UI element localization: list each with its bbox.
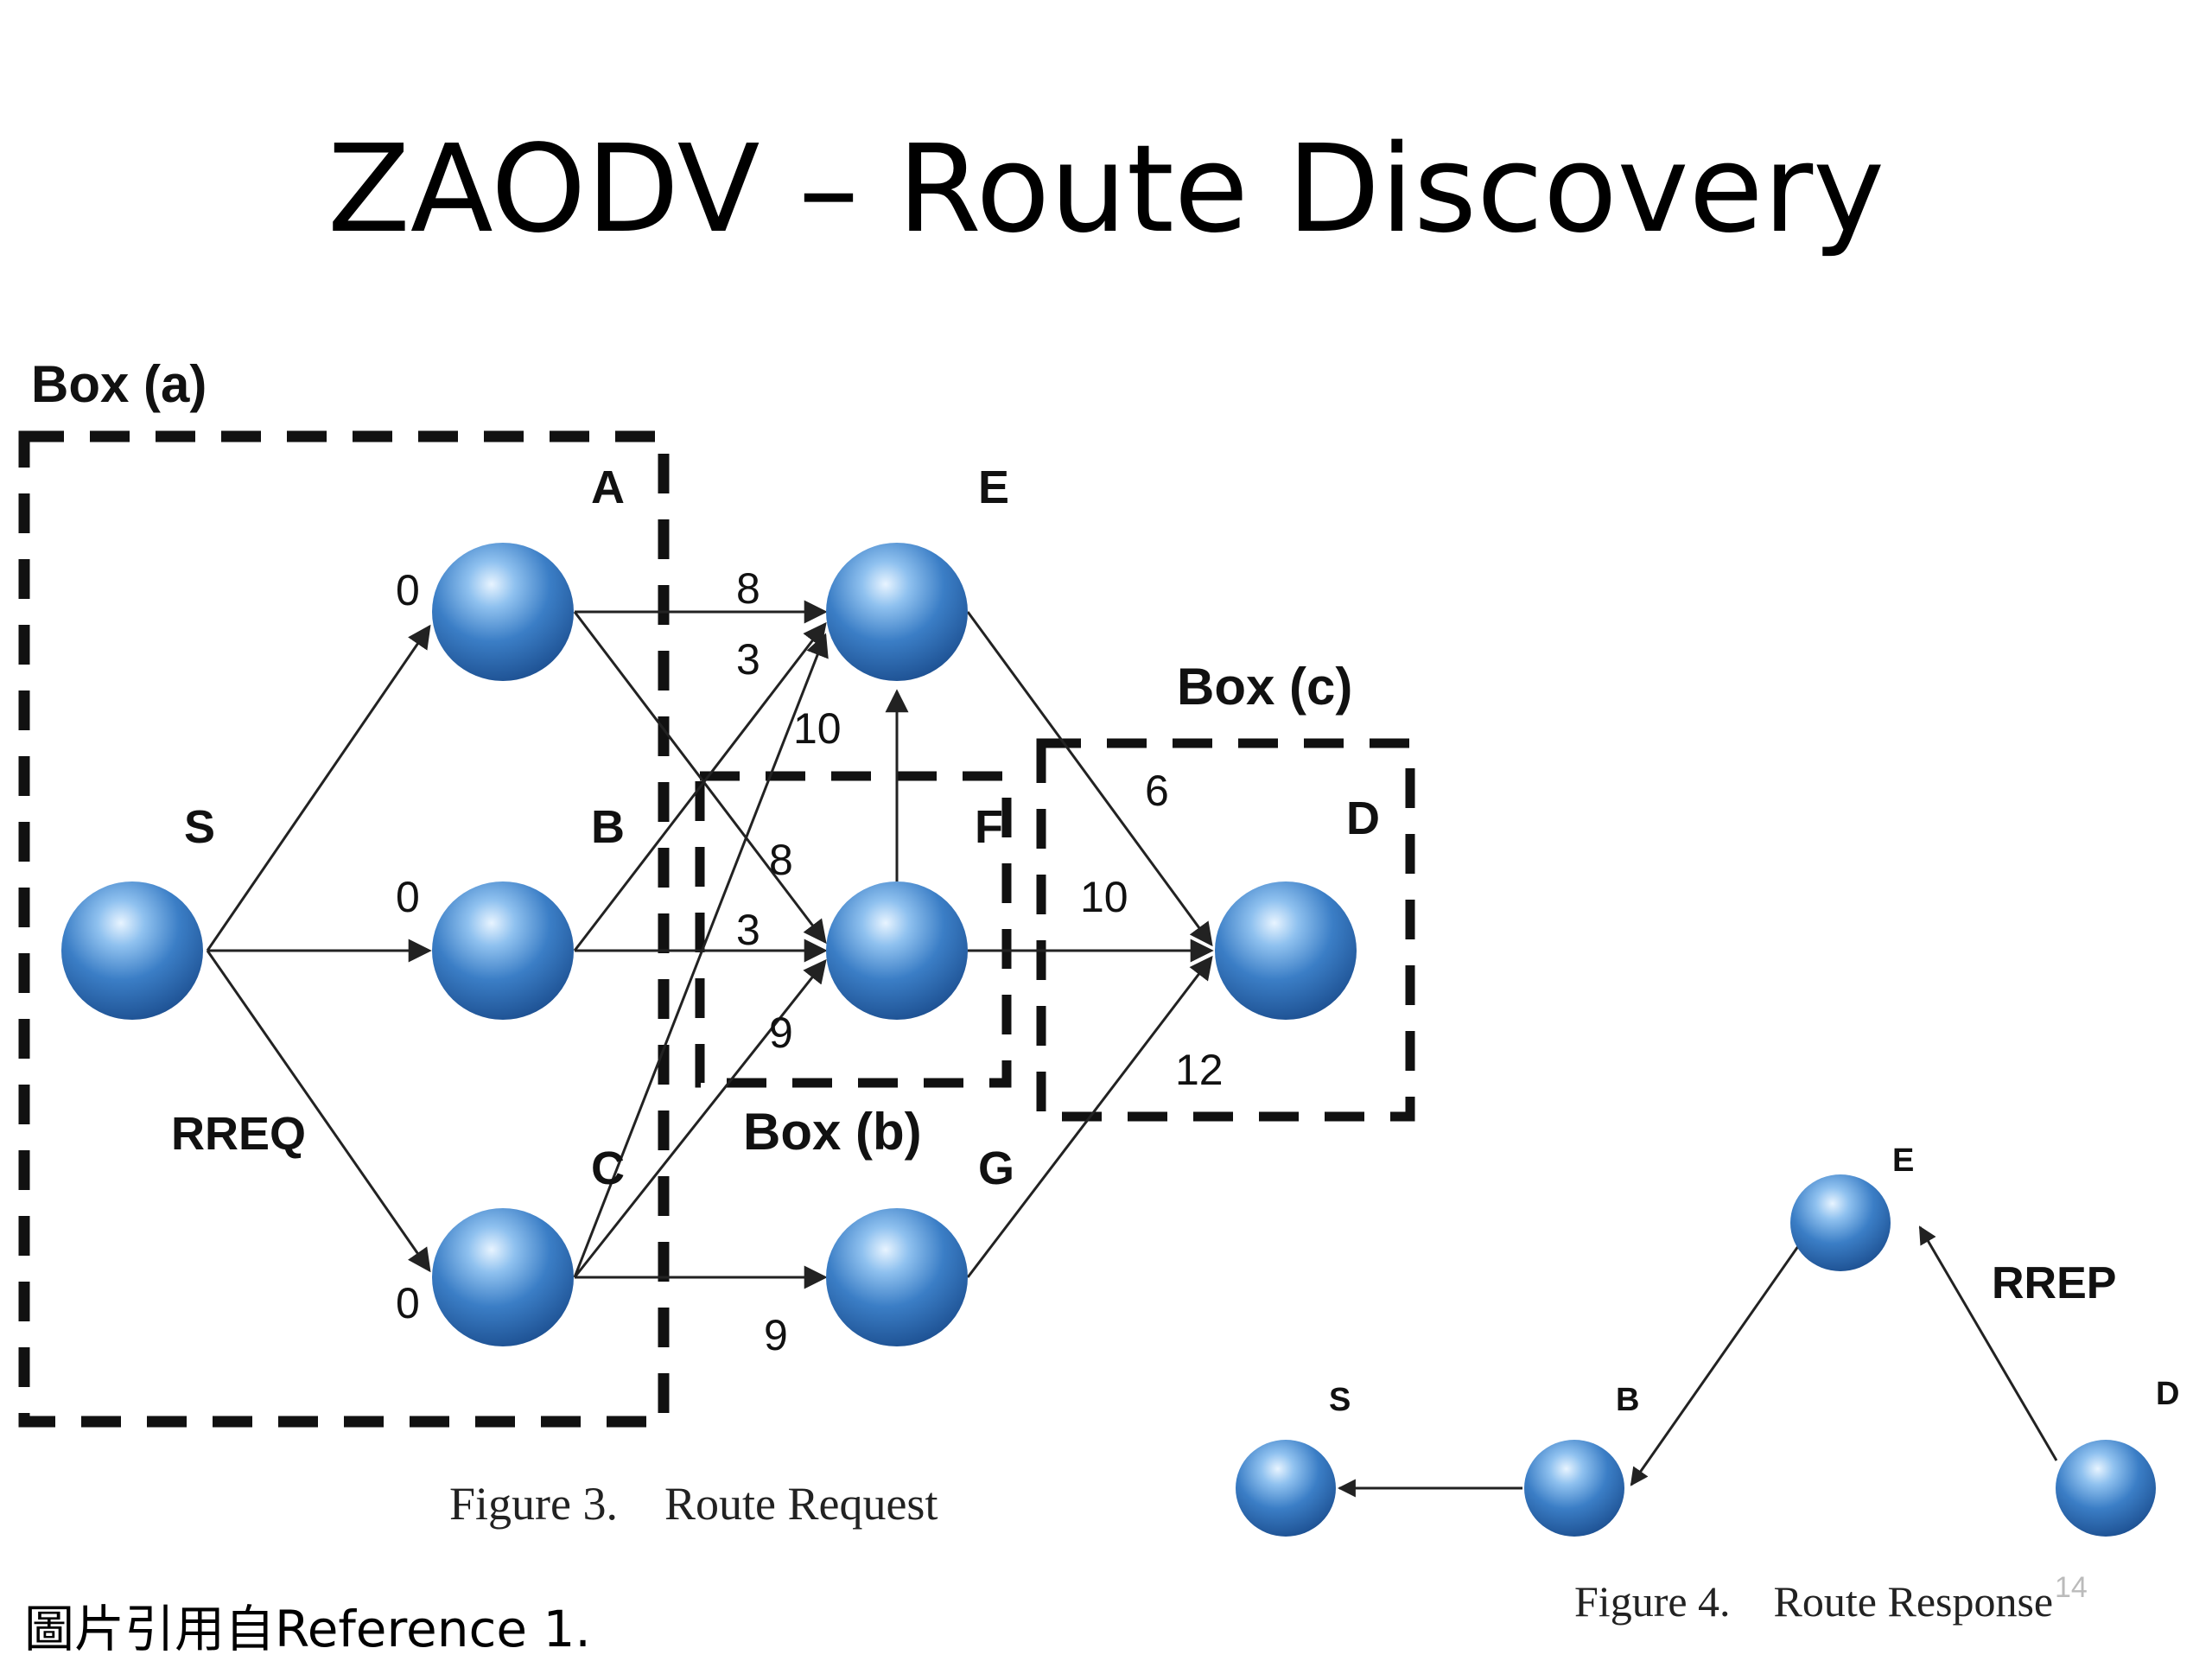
node-b-sphere [432,881,574,1020]
node-c-label: C [591,1142,625,1194]
node-c-sphere [432,1208,574,1346]
page-number: 14 [2055,1571,2088,1604]
weight-b-f: 3 [736,906,760,954]
weight-a-e: 8 [736,564,760,613]
node-g-label: G [978,1142,1014,1194]
rrep-label: RREP [1992,1258,2116,1308]
weight-c-e: 10 [793,704,842,753]
figure3-route-request: Box (a) Box (b) Box (c) S A B C E F G D … [18,355,1415,1530]
node-s-sphere [61,881,203,1020]
node-s-label: S [184,801,215,853]
weight-f-d: 10 [1080,873,1128,921]
weight-c-f: 9 [769,1009,793,1057]
edge-g-d [966,955,1213,1278]
node-f-sphere [826,881,968,1020]
rrep-node-d-sphere [2056,1440,2156,1537]
edge-e-d [966,611,1213,947]
edge-a-f [573,611,827,945]
slide-title: ZAODV – Route Discovery [327,119,1885,260]
weight-b-e: 3 [736,635,760,684]
rrep-node-e-label: E [1892,1142,1914,1179]
node-f-label: F [975,801,1003,853]
weight-a-f: 8 [769,836,793,884]
node-g-sphere [826,1208,968,1346]
weight-s-c: 0 [396,1279,420,1327]
rrep-node-s-sphere [1236,1440,1336,1537]
weight-g-d: 12 [1175,1046,1224,1094]
box-a-outline [18,430,670,1428]
figure4-route-response: S B E D RREP Figure 4. Route Response [1236,1142,2179,1626]
node-d-sphere [1215,881,1357,1020]
rrep-edges [1337,1225,2058,1498]
box-a-label: Box (a) [31,355,207,413]
reference-footer: 圖片引用自Reference 1. [24,1600,591,1658]
rrep-node-s-label: S [1329,1382,1351,1418]
edge-e-b [1630,1231,1810,1486]
edge-c-e [573,633,829,1278]
node-e-sphere [826,543,968,681]
figure3-caption: Figure 3. Route Request [449,1478,938,1530]
weight-s-a: 0 [396,566,420,614]
rreq-edges [206,600,1214,1289]
weight-s-b: 0 [396,873,420,921]
edge-b-e [573,621,827,951]
edge-s-c [206,950,431,1273]
box-c-outline [1036,738,1415,1122]
rrep-node-b-sphere [1524,1440,1624,1537]
node-a-label: A [591,461,625,513]
node-e-label: E [978,461,1009,513]
node-b-label: B [591,801,625,853]
node-a-sphere [432,543,574,681]
figure4-caption: Figure 4. Route Response [1574,1577,2053,1626]
box-c-label: Box (c) [1177,658,1352,716]
edge-s-a [206,624,431,951]
rrep-node-b-label: B [1616,1382,1639,1418]
box-b-label: Box (b) [743,1103,922,1161]
weight-e-d: 6 [1145,767,1169,815]
rreq-label: RREQ [171,1108,306,1160]
rreq-nodes [61,543,1357,1346]
edge-d-e [1918,1225,2058,1461]
rrep-node-e-sphere [1790,1174,1891,1271]
rrep-node-d-label: D [2156,1376,2179,1412]
box-b-outline [695,771,1012,1088]
node-d-label: D [1346,792,1380,844]
weight-c-g: 9 [764,1311,788,1359]
edge-c-f [573,958,827,1278]
